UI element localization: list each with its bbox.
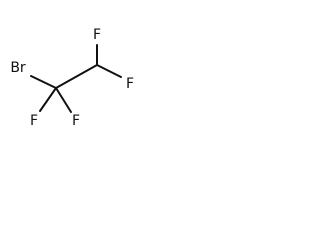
- atom-label-f-right: F: [126, 76, 134, 92]
- atom-label-br: Br: [10, 60, 26, 76]
- atom-label-f-bottom-left: F: [30, 113, 38, 129]
- molecule-diagram: Br F F F F: [10, 27, 134, 129]
- atom-label-f-top: F: [93, 27, 101, 43]
- bond-c2-f-right: [96, 64, 122, 78]
- bond-c1-f-bottom-left: [39, 87, 57, 112]
- atom-label-f-bottom-right: F: [72, 113, 80, 129]
- bond-c1-f-bottom-right: [55, 87, 72, 113]
- bond-br-c1: [30, 75, 57, 89]
- bond-c1-c2: [55, 64, 98, 89]
